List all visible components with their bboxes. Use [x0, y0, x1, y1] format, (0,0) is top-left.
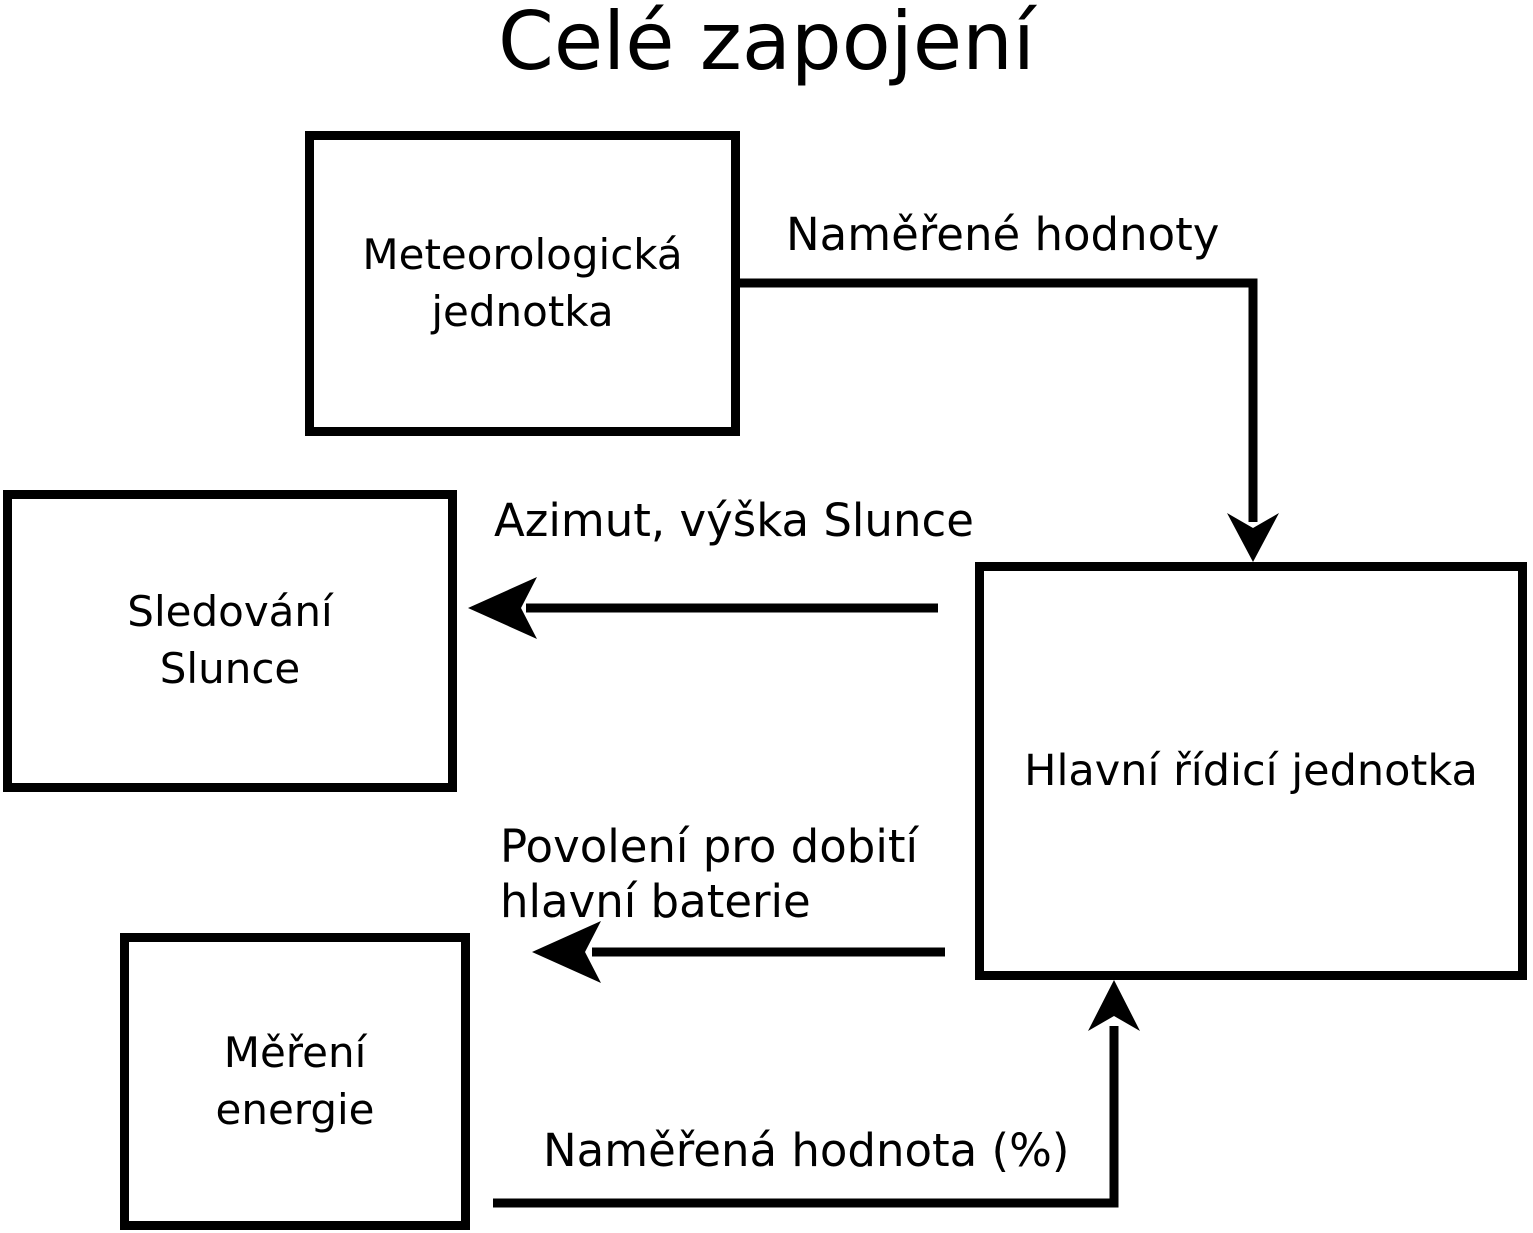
edge-hlavni-to-sledovani: [468, 577, 938, 639]
node-meteorologicka-jednotka: Meteorologická jednotka: [305, 131, 740, 436]
diagram-title: Celé zapojení: [497, 0, 1036, 88]
node-label-line: Hlavní řídicí jednotka: [1024, 745, 1478, 796]
edge-label-line: Povolení pro dobití: [500, 820, 918, 873]
node-label-line: Slunce: [159, 644, 301, 693]
node-mereni-energie: Měření energie: [120, 933, 470, 1230]
edge-label-povoleni-pro-dobiti: Povolení pro dobití hlavní baterie: [500, 820, 918, 930]
node-sledovani-slunce: Sledování Slunce: [3, 490, 457, 792]
arrowhead-up-icon: [1088, 980, 1140, 1031]
arrowhead-down-icon: [1227, 513, 1279, 562]
node-label-line: jednotka: [431, 286, 614, 336]
node-label-line: energie: [215, 1084, 375, 1134]
edge-label-namerene-hodnoty: Naměřené hodnoty: [786, 208, 1220, 261]
node-label-line: Měření: [223, 1027, 367, 1077]
arrowhead-left-icon: [532, 921, 601, 983]
node-label-line: Sledování: [127, 587, 333, 637]
edge-hlavni-to-battery: [532, 921, 945, 983]
node-hlavni-ridici-jednotka: Hlavní řídicí jednotka: [975, 562, 1527, 980]
edge-mereni-to-hlavni: [493, 980, 1140, 1208]
edge-meteo-to-hlavni: [737, 278, 1279, 562]
node-label-line: Meteorologická: [362, 229, 683, 279]
edge-label-azimut-vyska-slunce: Azimut, výška Slunce: [494, 494, 974, 547]
edge-label-namerena-hodnota: Naměřená hodnota (%): [543, 1124, 1070, 1177]
edge-label-line: hlavní baterie: [500, 874, 811, 928]
arrowhead-left-icon: [468, 577, 537, 639]
